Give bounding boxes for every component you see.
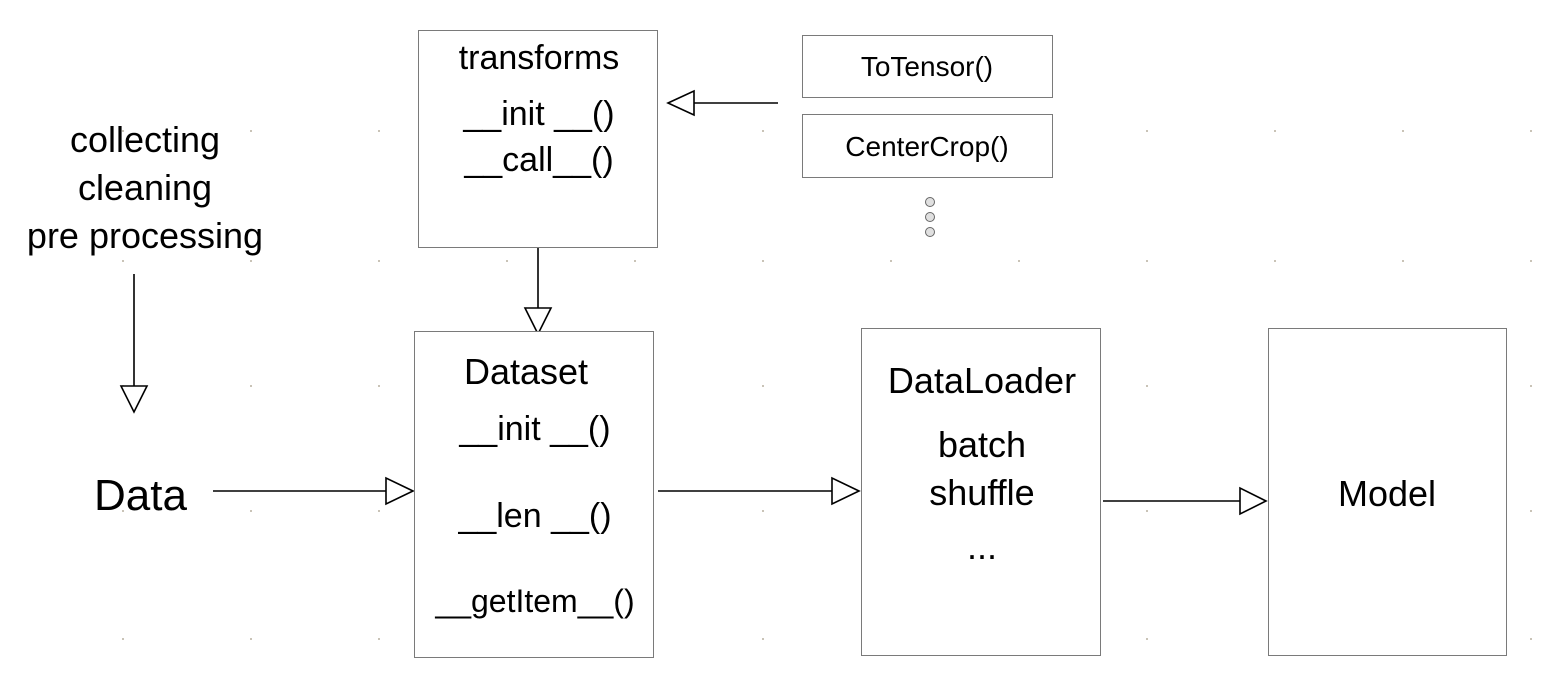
centercrop-box[interactable]: CenterCrop()	[802, 114, 1053, 178]
grid-dot	[122, 260, 124, 262]
grid-dot	[762, 260, 764, 262]
centercrop-label: CenterCrop()	[845, 131, 1009, 162]
grid-dot	[1146, 385, 1148, 387]
grid-dot	[250, 510, 252, 512]
grid-dot	[1402, 130, 1404, 132]
arrow-data-to-dataset	[213, 476, 415, 506]
dataset-getitem-method: __getItem__()	[435, 583, 635, 619]
grid-dot	[1402, 260, 1404, 262]
dataloader-box[interactable]: DataLoader batch shuffle ...	[861, 328, 1101, 656]
step-pre-processing: pre processing	[26, 215, 264, 256]
grid-dot	[378, 510, 380, 512]
grid-dot	[250, 260, 252, 262]
grid-dot	[1530, 638, 1532, 640]
arrow-items-to-transforms	[666, 89, 778, 117]
transforms-box[interactable]: transforms __init __() __call__()	[418, 30, 658, 248]
grid-dot	[1146, 260, 1148, 262]
grid-dot	[634, 260, 636, 262]
totensor-label: ToTensor()	[860, 51, 994, 82]
grid-dot	[762, 385, 764, 387]
transforms-init-method: __init __()	[463, 95, 615, 133]
grid-dot	[1530, 130, 1532, 132]
grid-dot	[1146, 510, 1148, 512]
arrow-steps-to-data	[119, 274, 149, 414]
data-label: Data	[94, 471, 187, 520]
dataset-len-method: __len __()	[458, 497, 612, 535]
dataloader-title: DataLoader	[887, 360, 1077, 401]
grid-dot	[378, 130, 380, 132]
grid-dot	[1530, 385, 1532, 387]
grid-dot	[506, 260, 508, 262]
grid-dot	[1274, 260, 1276, 262]
grid-dot	[1530, 260, 1532, 262]
transforms-title: transforms	[458, 39, 620, 77]
grid-dot	[1530, 510, 1532, 512]
grid-dot	[378, 638, 380, 640]
grid-dot	[1018, 260, 1020, 262]
step-collecting: collecting	[69, 119, 221, 160]
dataloader-batch: batch	[937, 424, 1027, 465]
dataset-box[interactable]: Dataset __init __() __len __() __getItem…	[414, 331, 654, 658]
dataset-title: Dataset	[463, 351, 589, 392]
step-cleaning: cleaning	[77, 167, 213, 208]
grid-dot	[378, 260, 380, 262]
dataloader-shuffle: shuffle	[929, 472, 1035, 513]
model-box[interactable]: Model	[1268, 328, 1507, 656]
grid-dot	[122, 510, 124, 512]
arrow-transforms-to-dataset	[523, 248, 553, 336]
dataloader-ellipsis: ...	[966, 526, 997, 567]
grid-dot	[122, 638, 124, 640]
grid-dot	[250, 130, 252, 132]
grid-dot	[1274, 130, 1276, 132]
grid-dot	[762, 130, 764, 132]
grid-dot	[378, 385, 380, 387]
grid-dot	[890, 260, 892, 262]
grid-dot	[250, 638, 252, 640]
totensor-box[interactable]: ToTensor()	[802, 35, 1053, 98]
dataset-init-method: __init __()	[459, 410, 611, 448]
transforms-call-method: __call__()	[464, 141, 614, 179]
model-title: Model	[1337, 473, 1437, 514]
grid-dot	[762, 638, 764, 640]
grid-dot	[762, 510, 764, 512]
grid-dot	[1146, 638, 1148, 640]
grid-dot	[1146, 130, 1148, 132]
grid-dot	[122, 130, 124, 132]
vertical-ellipsis-icon	[925, 197, 935, 237]
arrow-dataset-to-dataloader	[658, 476, 861, 506]
grid-dot	[250, 385, 252, 387]
arrow-dataloader-to-model	[1103, 486, 1268, 516]
